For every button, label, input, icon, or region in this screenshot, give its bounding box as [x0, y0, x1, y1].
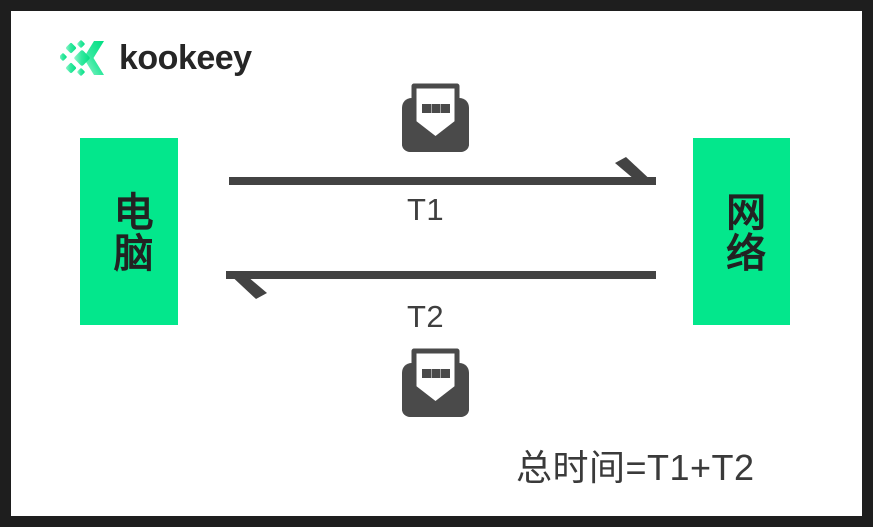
- envelope-message-icon-top: [394, 76, 477, 159]
- arrow-label-t1: T1: [407, 192, 445, 227]
- arrow-t2-left: [226, 271, 656, 299]
- node-computer: 电脑: [80, 138, 178, 325]
- arrow-label-t2: T2: [407, 299, 445, 334]
- node-computer-label: 电脑: [107, 190, 152, 273]
- kookeey-logo-icon: [60, 39, 110, 77]
- diagram-canvas: kookeey 电脑 网络: [11, 11, 862, 516]
- brand-name: kookeey: [119, 39, 252, 77]
- brand-logo: kookeey: [60, 39, 252, 77]
- node-network: 网络: [693, 138, 790, 325]
- node-network-label: 网络: [720, 190, 765, 273]
- arrow-t1-right: [229, 157, 656, 185]
- envelope-message-icon-bottom: [394, 341, 477, 424]
- total-time-formula: 总时间=T1+T2: [516, 447, 755, 488]
